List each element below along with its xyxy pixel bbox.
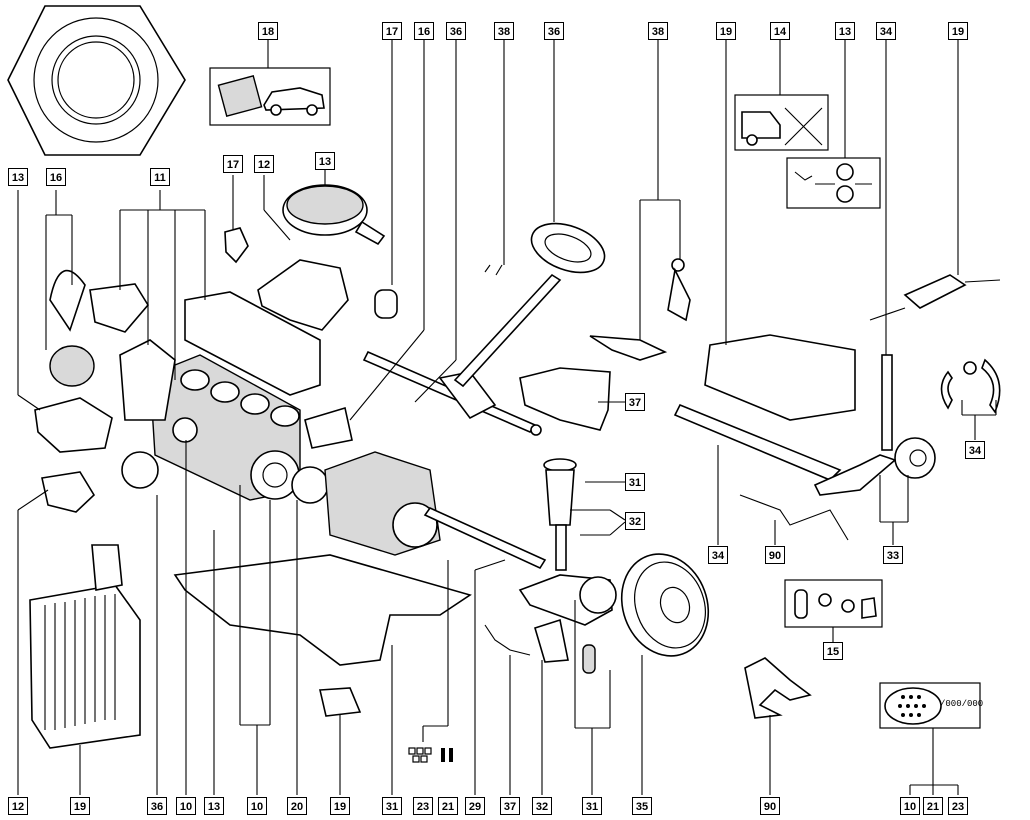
callout-label: 38 <box>648 22 668 40</box>
callout-label: 14 <box>770 22 790 40</box>
brake-master-cylinder <box>519 367 611 431</box>
callout-label: 31 <box>625 473 645 491</box>
callout-label: 31 <box>582 797 602 815</box>
brake-caliper <box>534 618 569 663</box>
callout-label: 23 <box>948 797 968 815</box>
callout-label: 11 <box>150 168 170 186</box>
callout-label: 10 <box>176 797 196 815</box>
gearbox <box>324 451 441 556</box>
callout-label: 16 <box>46 168 66 186</box>
callout-label: 23 <box>413 797 433 815</box>
callout-label: 36 <box>544 22 564 40</box>
plate-code-text: /000/000 <box>940 699 984 709</box>
belt-16-part <box>49 269 86 332</box>
callout-label: 10 <box>900 797 920 815</box>
callout-label: 12 <box>8 797 28 815</box>
alternator-part <box>49 345 95 387</box>
callout-label: 19 <box>716 22 736 40</box>
callout-label: 90 <box>765 546 785 564</box>
gear-lever <box>589 258 691 361</box>
callout-label: 10 <box>247 797 267 815</box>
brake-shoes <box>940 358 1001 414</box>
tools-car-box <box>209 67 331 126</box>
callout-label: 12 <box>254 155 274 173</box>
kit-symbols <box>408 747 453 763</box>
callout-label: 13 <box>315 152 335 170</box>
callout-label: 34 <box>876 22 896 40</box>
callout-label: 18 <box>258 22 278 40</box>
callout-label: 35 <box>632 797 652 815</box>
sensor-17-part <box>224 227 249 264</box>
front-strut <box>543 458 577 571</box>
steering-column <box>453 222 606 388</box>
handbrake-cable <box>739 494 849 541</box>
front-subframe <box>173 554 472 666</box>
callout-label: 20 <box>287 797 307 815</box>
injection-pump-part <box>34 397 113 453</box>
wheel <box>620 553 710 657</box>
callout-label: 32 <box>532 797 552 815</box>
callout-label: 90 <box>760 797 780 815</box>
callout-label: 15 <box>823 642 843 660</box>
intake-manifold-part <box>257 259 349 331</box>
callout-label: 19 <box>330 797 350 815</box>
callout-label: 17 <box>382 22 402 40</box>
alternator-bracket-part <box>89 283 149 333</box>
starter-motor <box>304 406 353 449</box>
callout-label: 21 <box>923 797 943 815</box>
brake-pad <box>582 644 596 674</box>
callout-label: 13 <box>8 168 28 186</box>
fuel-tank <box>704 334 856 421</box>
callout-label: 34 <box>965 441 985 459</box>
callout-label: 38 <box>494 22 514 40</box>
brake-hose <box>484 624 531 656</box>
callout-label: 33 <box>883 546 903 564</box>
leader-lines <box>17 40 997 795</box>
callout-label: 32 <box>625 512 645 530</box>
callout-label: 19 <box>70 797 90 815</box>
exhaust-system <box>869 274 1001 321</box>
callout-label: 29 <box>465 797 485 815</box>
callout-label: 19 <box>948 22 968 40</box>
wheel-hub <box>518 574 617 626</box>
drive-shaft <box>423 507 547 570</box>
id-plate <box>879 682 981 729</box>
rear-axle <box>673 354 936 496</box>
steering-rack <box>362 350 542 436</box>
callout-label: 37 <box>625 393 645 411</box>
callout-label: 36 <box>147 797 167 815</box>
callout-label: 31 <box>382 797 402 815</box>
radiator <box>29 544 141 749</box>
engine-block <box>119 291 329 504</box>
air-filter-housing <box>282 184 386 246</box>
car-jack <box>744 657 812 719</box>
fuel-filter-symbol-box <box>786 157 881 209</box>
towing-box <box>734 94 829 151</box>
timing-kit-box <box>784 579 883 628</box>
callout-label: 21 <box>438 797 458 815</box>
callout-label: 13 <box>204 797 224 815</box>
engine-mount <box>319 687 362 717</box>
hex-nut-illustration <box>7 5 186 156</box>
callout-label: 37 <box>500 797 520 815</box>
water-pump-part <box>41 471 96 513</box>
callout-label: 36 <box>446 22 466 40</box>
callout-label: 34 <box>708 546 728 564</box>
callout-label: 17 <box>223 155 243 173</box>
callout-label: 13 <box>835 22 855 40</box>
sensor-tube-part <box>374 289 398 319</box>
callout-label: 16 <box>414 22 434 40</box>
